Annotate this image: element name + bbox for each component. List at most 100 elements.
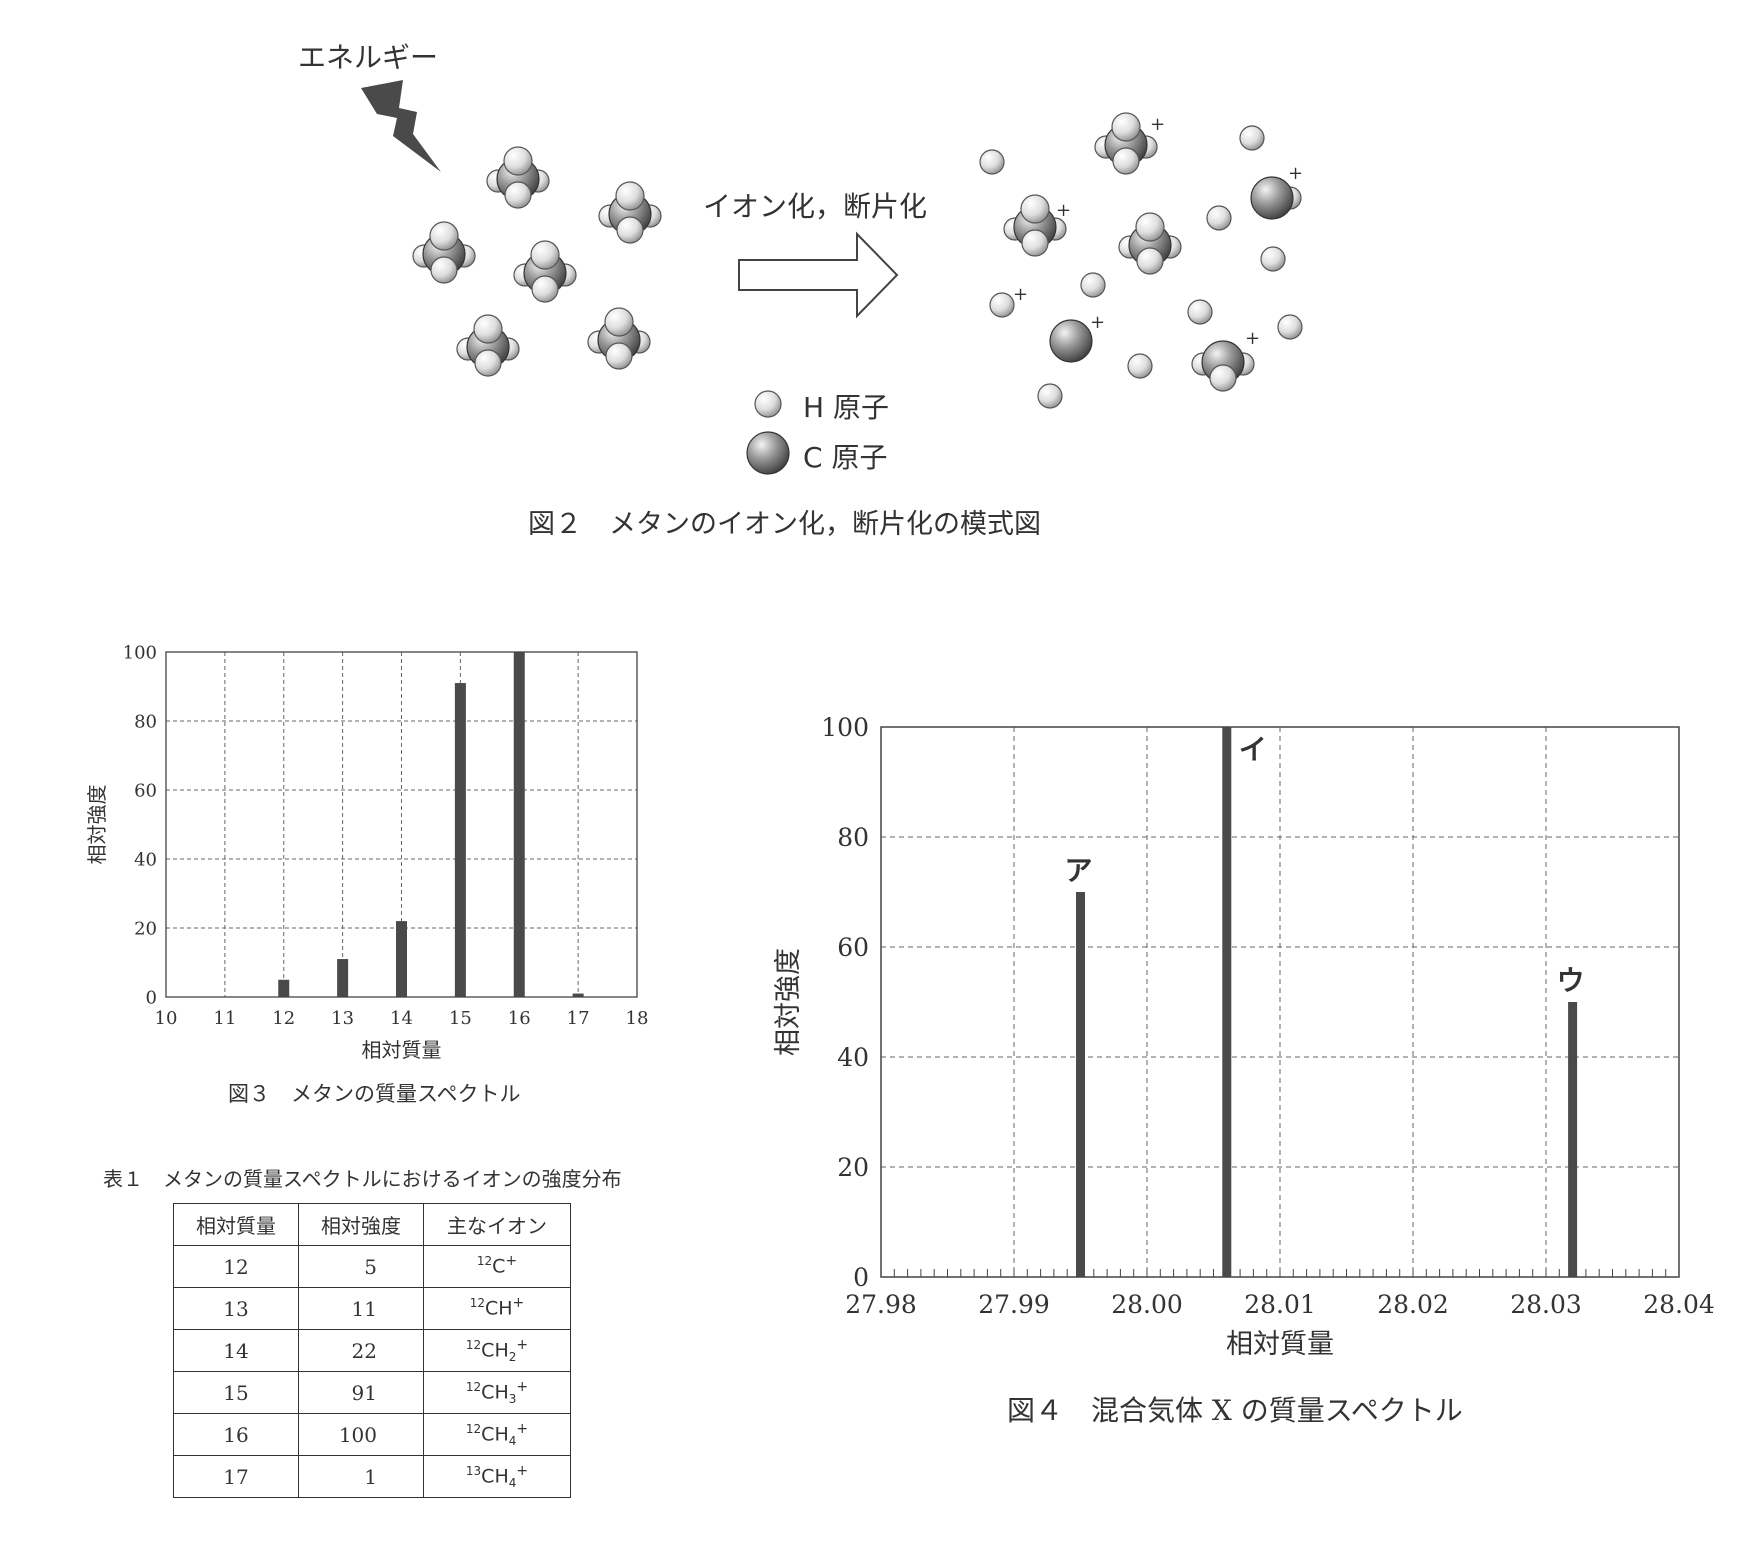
cell-intensity: 22 <box>298 1329 424 1372</box>
x-tick-label: 28.00 <box>1111 1290 1183 1319</box>
cell-mass: 12 <box>173 1245 299 1288</box>
methane-molecule <box>1003 194 1067 257</box>
cell-ion: 12CH4+ <box>423 1413 571 1456</box>
x-tick-label: 28.01 <box>1244 1290 1316 1319</box>
cell-intensity: 1 <box>298 1455 424 1498</box>
h-atom <box>1112 147 1140 175</box>
ion-mass-number: 12 <box>465 1379 482 1394</box>
y-tick-label: 60 <box>837 933 869 962</box>
grid <box>881 727 1679 1277</box>
x-axis-label: 相対質量 <box>1226 1329 1334 1360</box>
molecules-before: ++++++ <box>412 112 1303 475</box>
ion-subscript: 4 <box>508 1434 517 1449</box>
methane-molecule <box>598 181 662 244</box>
bar <box>513 652 525 997</box>
cell-intensity: 100 <box>298 1413 424 1456</box>
x-tick-label: 28.04 <box>1643 1290 1715 1319</box>
h-atom <box>605 342 633 370</box>
x-tick-label: 14 <box>390 1008 413 1029</box>
y-axis-label: 相対強度 <box>85 785 109 865</box>
legend-h-label: H 原子 <box>803 391 889 424</box>
x-tick-label: 12 <box>272 1008 295 1029</box>
methane-molecule <box>412 221 476 284</box>
h-atom <box>504 181 532 209</box>
free-h-atom <box>1239 125 1265 151</box>
ion-formula: CH <box>481 1465 509 1488</box>
y-tick-label: 40 <box>134 849 157 870</box>
x-tick-label: 27.99 <box>978 1290 1050 1319</box>
ion-charge: + <box>516 1420 529 1437</box>
ion-mass-number: 12 <box>465 1421 482 1436</box>
ion-formula: CH <box>484 1297 513 1320</box>
column-header: 相対質量 <box>173 1203 299 1246</box>
ion-formula: CH <box>481 1381 509 1404</box>
legend-c-label: C 原子 <box>803 441 888 474</box>
h-atom <box>503 146 533 176</box>
ion-charge: + <box>512 1294 525 1311</box>
y-tick-label: 80 <box>134 711 157 732</box>
h-atom <box>430 256 458 284</box>
charge-plus-sign: + <box>1056 200 1071 221</box>
cell-ion: 12CH+ <box>423 1287 571 1330</box>
y-tick-label: 80 <box>837 823 869 852</box>
ion-charge: + <box>516 1462 529 1479</box>
right-arrow-icon <box>738 231 899 319</box>
h-atom <box>1187 299 1213 325</box>
methane-molecule <box>1191 340 1255 392</box>
h-atom <box>429 221 459 251</box>
h-atom <box>754 390 782 418</box>
h-atom <box>1111 112 1141 142</box>
methane-molecule <box>587 307 651 370</box>
peak-label: イ <box>1239 733 1267 766</box>
h-atom <box>615 181 645 211</box>
figure4-caption: 図４ 混合気体 X の質量スペクトル <box>1007 1394 1463 1427</box>
h-ion <box>989 292 1015 318</box>
peak-label: ア <box>1064 854 1092 887</box>
bar <box>454 683 466 997</box>
methane-molecule <box>1094 112 1158 175</box>
lightning-bolt-icon <box>361 80 441 172</box>
cell-mass: 14 <box>173 1329 299 1372</box>
energy-label: エネルギー <box>298 41 439 74</box>
column-header: 主なイオン <box>423 1203 571 1246</box>
h-atom <box>1277 314 1303 340</box>
h-atom <box>616 216 644 244</box>
methane-molecule <box>486 146 550 209</box>
cell-intensity: 91 <box>298 1371 424 1414</box>
ion-formula: C <box>492 1255 506 1278</box>
h-atom <box>1239 125 1265 151</box>
ion-mass-number: 12 <box>476 1253 493 1268</box>
y-tick-label: 100 <box>123 642 157 663</box>
ion-mass-number: 12 <box>469 1295 485 1310</box>
plot-frame <box>165 651 638 998</box>
table1: 相対質量 相対強度 主なイオン 12 5 12C+ 13 11 12CH+ 14… <box>173 1203 571 1498</box>
h-atom <box>1136 247 1164 275</box>
x-axis-label: 相対質量 <box>362 1038 442 1062</box>
h-atom <box>1206 205 1232 231</box>
c-ion-fragment <box>1049 319 1093 363</box>
free-h-atom <box>1277 314 1303 340</box>
c-ion-fragment <box>1250 176 1302 220</box>
table-row: 15 91 12CH3+ <box>173 1371 571 1414</box>
free-h-atom <box>979 149 1005 175</box>
c-atom <box>1049 319 1093 363</box>
bar <box>278 979 290 997</box>
table-header-row: 相対質量 相対強度 主なイオン <box>173 1203 571 1246</box>
charge-plus-sign: + <box>1090 312 1105 333</box>
cell-ion: 12C+ <box>423 1245 571 1288</box>
h-atom <box>1209 364 1237 392</box>
methane-molecule <box>513 240 577 303</box>
x-tick-label: 10 <box>155 1008 178 1029</box>
bar <box>337 959 349 997</box>
cell-ion: 13CH4+ <box>423 1455 571 1498</box>
x-tick-label: 17 <box>567 1008 590 1029</box>
table-row: 12 5 12C+ <box>173 1245 571 1288</box>
column-header: 相対強度 <box>298 1203 424 1246</box>
free-h-atom <box>1127 353 1153 379</box>
table1-caption: 表１ メタンの質量スペクトルにおけるイオンの強度分布 <box>103 1167 622 1191</box>
y-tick-label: 20 <box>837 1153 869 1182</box>
legend-h-atom-icon <box>754 390 782 418</box>
y-tick-label: 20 <box>134 918 157 939</box>
cell-mass: 17 <box>173 1455 299 1498</box>
